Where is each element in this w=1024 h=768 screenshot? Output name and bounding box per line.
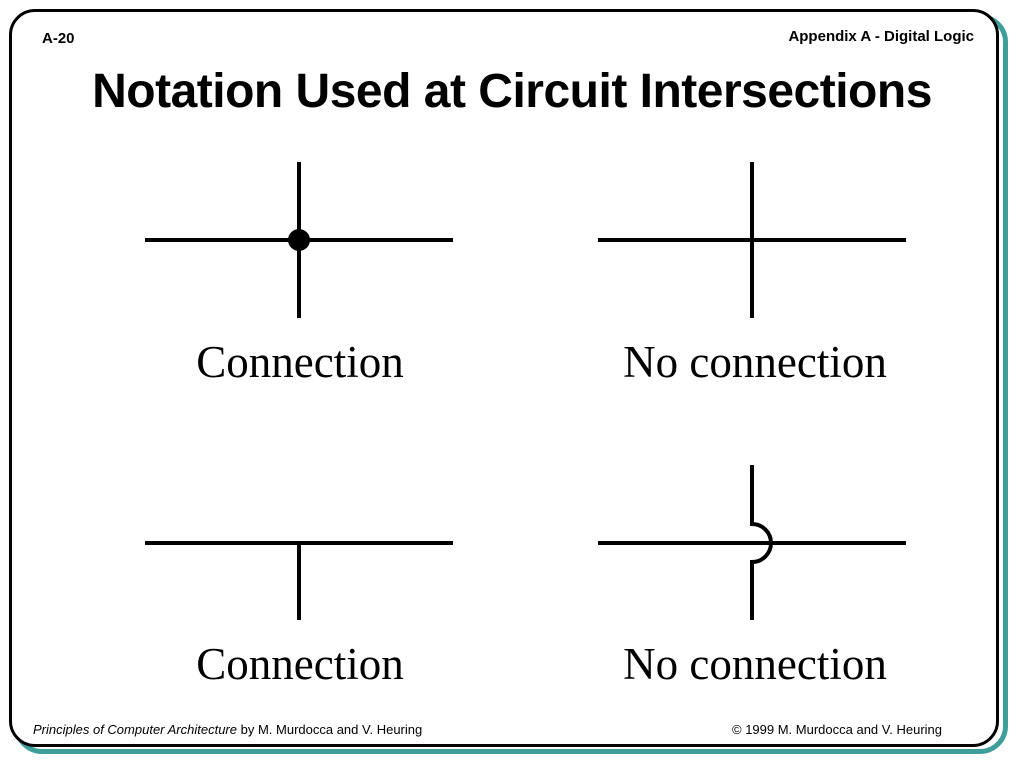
caption-connection-1: Connection [196,337,404,387]
caption-no-connection-1: No connection [623,337,887,387]
slide-title: Notation Used at Circuit Intersections [92,65,932,118]
wire-hop-symbol [598,465,906,620]
caption-no-connection-2: No connection [623,639,887,689]
section-header: Appendix A - Digital Logic [788,28,974,45]
footer-copyright: © 1999 M. Murdocca and V. Heuring [732,722,942,737]
book-title: Principles of Computer Architecture [33,722,237,737]
plain-crossing-symbol [598,162,906,318]
t-junction-symbol [145,541,453,620]
book-authors: by M. Murdocca and V. Heuring [237,722,423,737]
caption-connection-2: Connection [196,639,404,689]
junction-dot [288,229,310,251]
crossing-with-dot-symbol [145,162,453,318]
slide-number: A-20 [42,30,75,47]
footer-citation: Principles of Computer Architecture by M… [33,722,422,737]
hop-arc-wire [750,465,773,620]
slide-frame [9,9,999,747]
